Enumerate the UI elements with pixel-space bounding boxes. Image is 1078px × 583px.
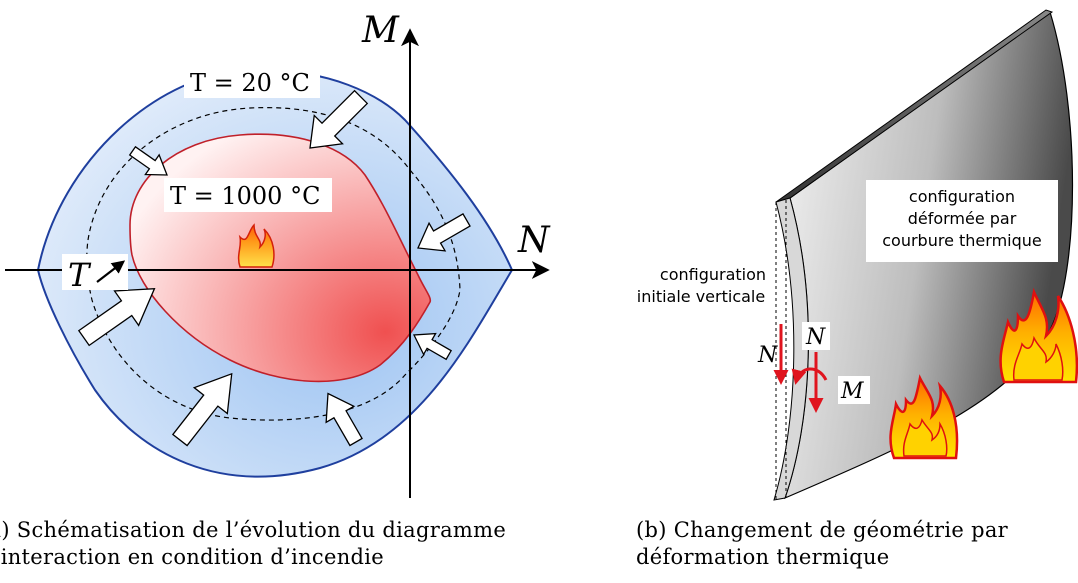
caption-right-line2: déformation thermique xyxy=(636,545,890,569)
deformed-config-line2: déformée par xyxy=(908,209,1017,228)
t-increase-label: T xyxy=(68,256,92,294)
caption-left-line1: (a) Schématisation de l’évolution du dia… xyxy=(0,518,507,542)
m-axis-label: M xyxy=(361,10,400,51)
initial-config-line1: configuration xyxy=(660,265,766,284)
shrink-arrow-2 xyxy=(128,145,168,176)
shrink-arrow-5 xyxy=(77,287,156,347)
intermediate-curve xyxy=(86,106,461,421)
n-left-label: N xyxy=(757,343,778,368)
shrink-arrow-4 xyxy=(412,332,453,361)
fire-icon-2 xyxy=(999,287,1078,384)
label-t20: T = 20 °C xyxy=(190,69,310,97)
n-axis-label: N xyxy=(517,220,551,261)
deformed-config-line3: courbure thermique xyxy=(882,231,1041,250)
n-right-label: N xyxy=(805,325,826,350)
caption-left: (a) Schématisation de l’évolution du dia… xyxy=(0,517,506,571)
deformed-config-line1: configuration xyxy=(909,187,1015,206)
wall-deformation-figure: configuration déformée par courbure ther… xyxy=(637,9,1078,501)
fire-icon-1 xyxy=(889,374,959,460)
flame-icon xyxy=(237,223,275,268)
shrink-arrow-3 xyxy=(417,213,471,252)
moment-arrow xyxy=(791,367,828,385)
caption-right: (b) Changement de géométrie par déformat… xyxy=(636,517,1008,571)
caption-left-line2: d’interaction en condition d’incendie xyxy=(0,545,385,569)
initial-config-line2: initiale verticale xyxy=(637,287,765,306)
interaction-diagram: T = 20 °C T = 1000 °C T M N xyxy=(5,10,551,498)
caption-right-line1: (b) Changement de géométrie par xyxy=(636,518,1008,542)
t-increase-arrow xyxy=(96,260,126,283)
shrink-arrow-6 xyxy=(171,372,233,447)
label-t1000: T = 1000 °C xyxy=(170,182,320,210)
m-label: M xyxy=(840,379,864,404)
shrink-arrow-1 xyxy=(309,89,369,149)
shrink-arrow-7 xyxy=(325,392,363,447)
wall-side-edge xyxy=(773,197,809,501)
